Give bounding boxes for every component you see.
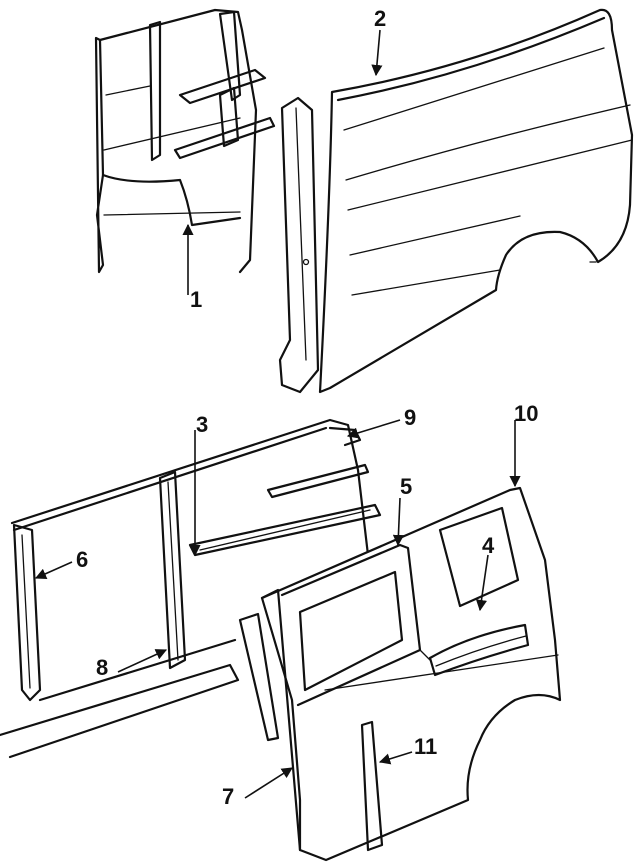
leader-5 [392, 497, 405, 547]
leader-6 [34, 561, 73, 580]
leader-4 [475, 554, 489, 612]
callout-5: 5 [400, 474, 412, 499]
callout-7: 7 [222, 784, 234, 809]
leader-7 [244, 767, 293, 799]
callout-labels: 1 2 3 4 5 6 7 8 9 10 11 [76, 6, 538, 809]
leader-8 [117, 649, 168, 673]
leader-lines [34, 29, 521, 799]
callout-6: 6 [76, 547, 88, 572]
callout-3: 3 [196, 412, 208, 437]
callout-11: 11 [414, 734, 437, 759]
part-1-inner-panel [94, 8, 276, 274]
callout-9: 9 [404, 405, 416, 430]
callout-1: 1 [190, 287, 202, 312]
leader-9 [346, 419, 401, 439]
callout-2: 2 [374, 6, 386, 31]
pillar-upper [278, 96, 320, 394]
lower-side-frame [0, 418, 382, 759]
callout-8: 8 [96, 655, 108, 680]
callout-10: 10 [514, 401, 538, 426]
leader-11 [378, 751, 413, 765]
part-2-outer-panel [318, 8, 634, 394]
callout-4: 4 [482, 533, 495, 558]
lower-outer-panel [238, 486, 562, 862]
leader-2 [371, 29, 383, 77]
